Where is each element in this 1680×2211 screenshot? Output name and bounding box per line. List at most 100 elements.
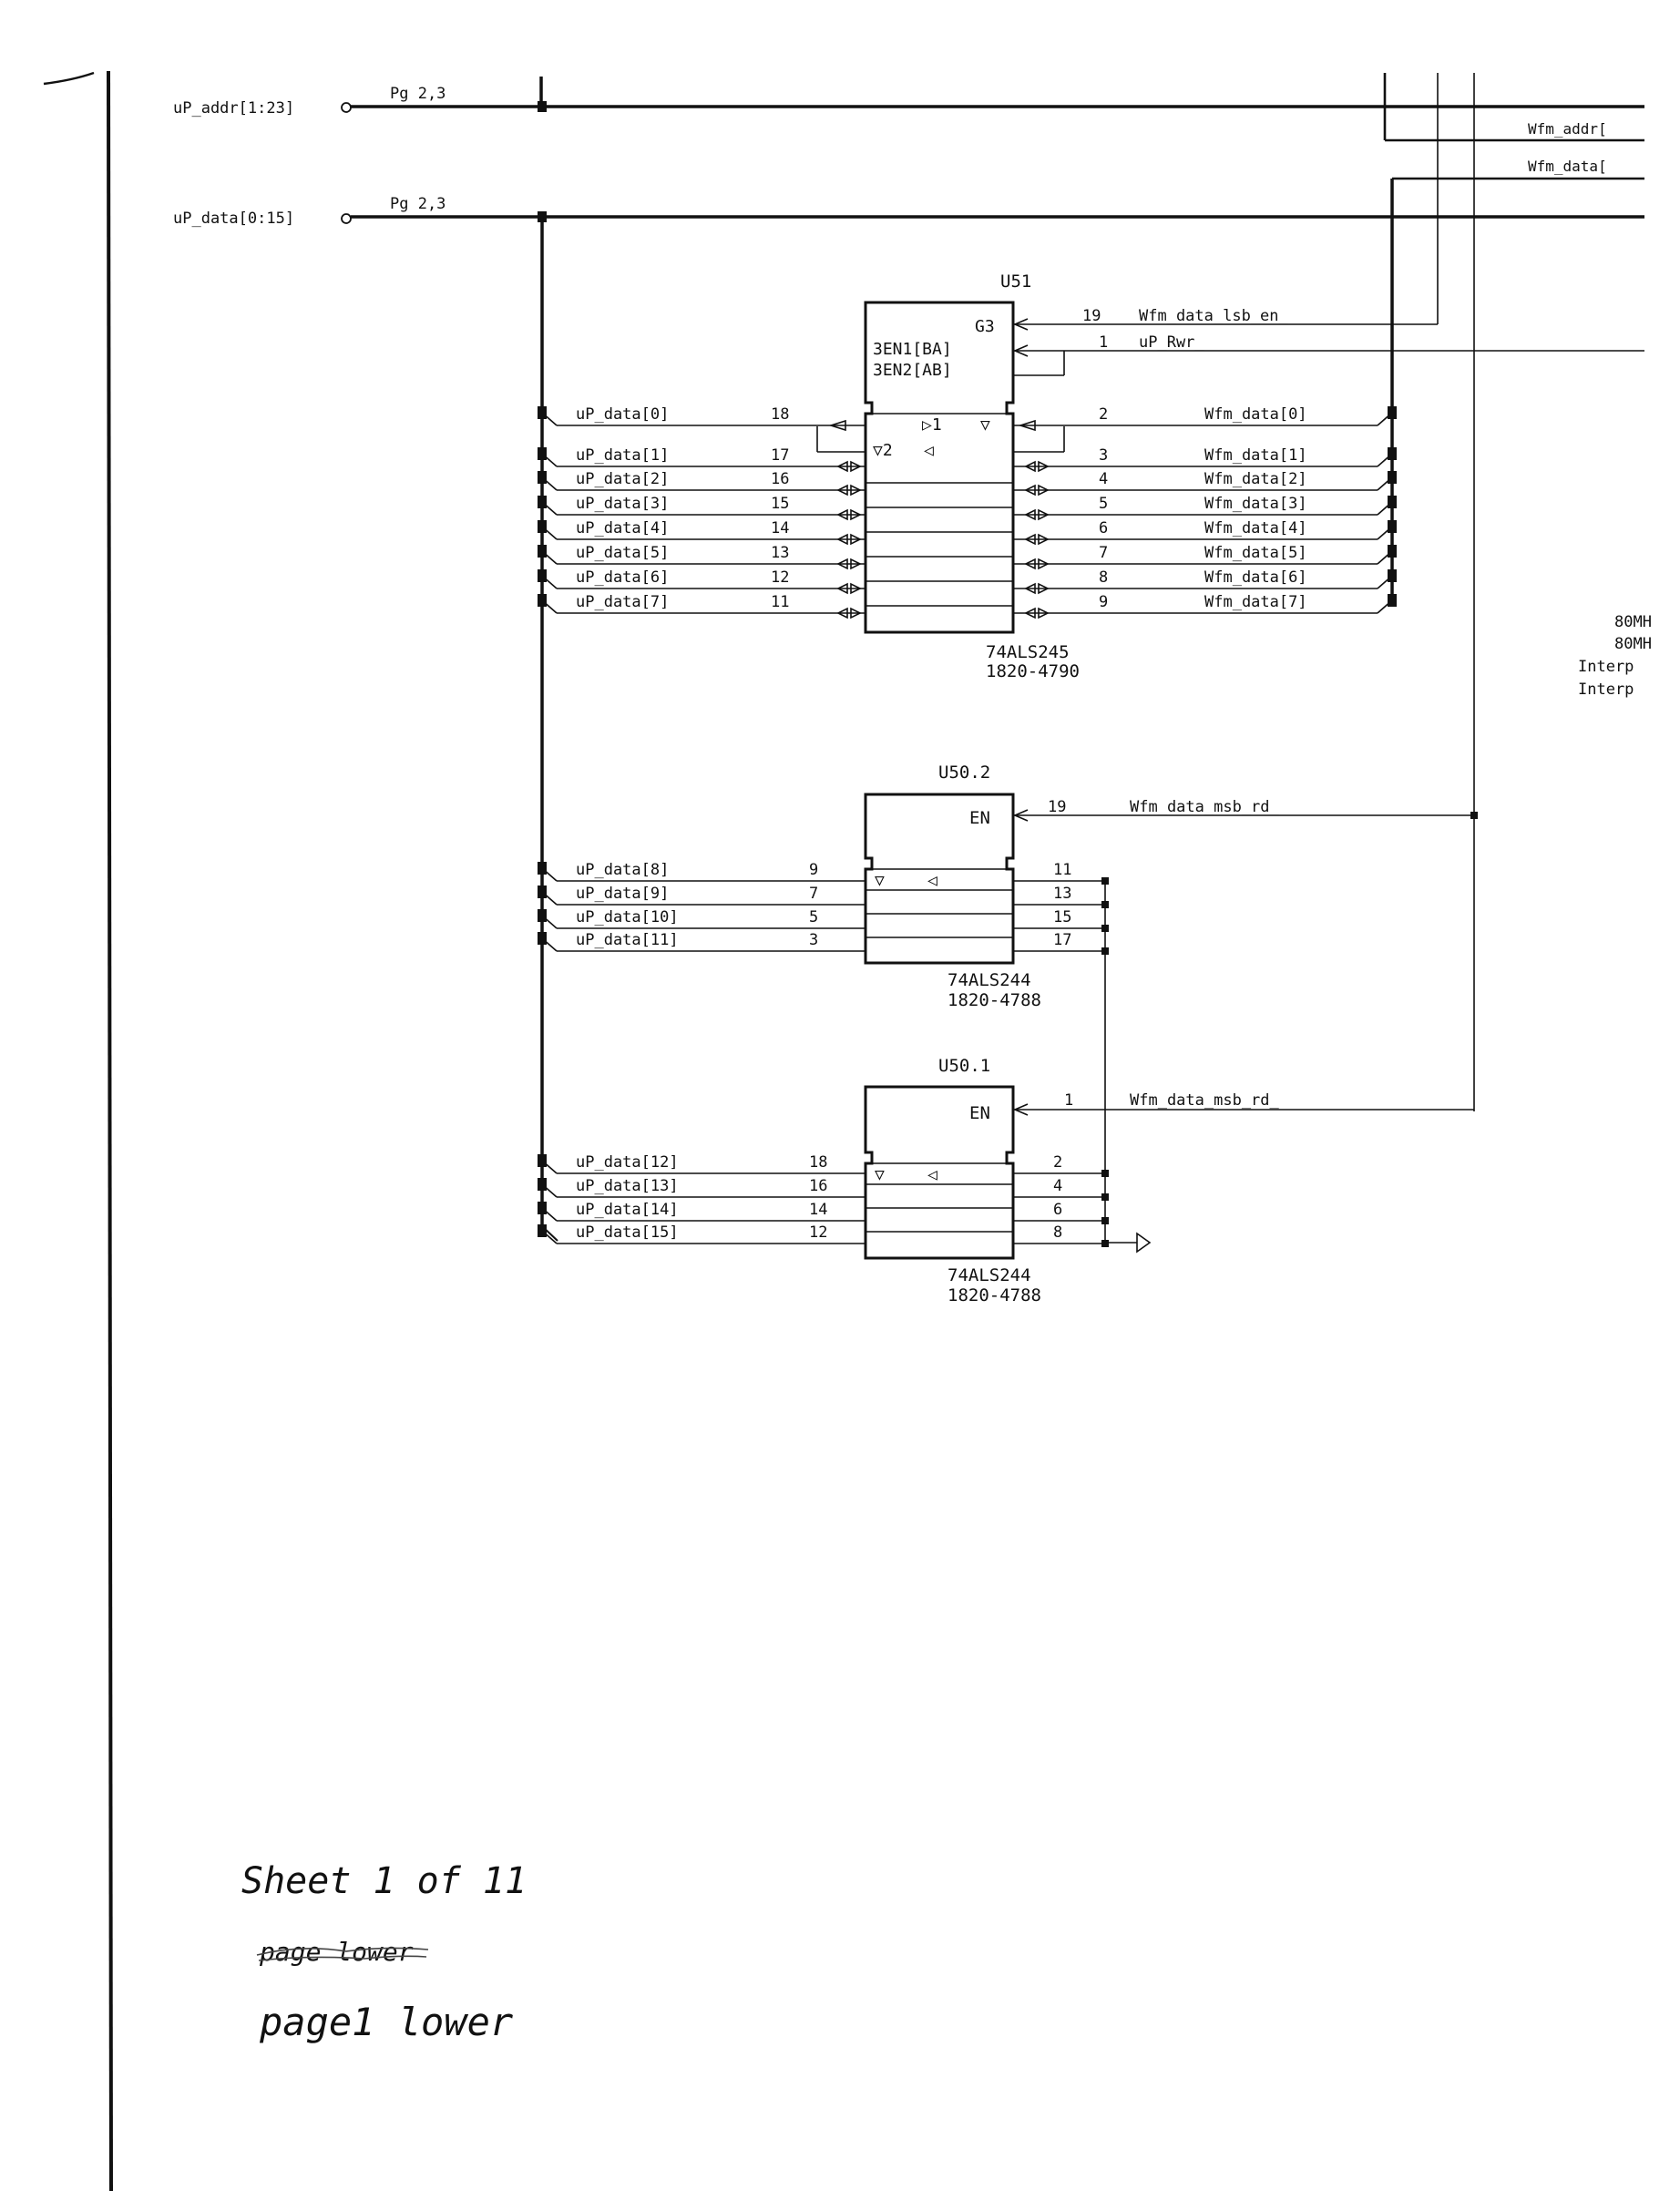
u51-ctrl-pin-19: 19 bbox=[1082, 307, 1101, 325]
u51-a-net-label: uP_data[2] bbox=[576, 470, 669, 488]
data-bus-label: uP_data[0:15] bbox=[173, 210, 294, 228]
u51-b-pin-label: 3 bbox=[1099, 446, 1108, 465]
u51-a-net-label: uP_data[4] bbox=[576, 519, 669, 537]
u501-out-pin-label: 2 bbox=[1053, 1153, 1062, 1172]
u51-ctrl-net-rwr: uP_Rwr_ bbox=[1139, 333, 1204, 352]
u501-buf-sym: ▽ bbox=[875, 1165, 885, 1184]
u502-buf-sym: ▽ bbox=[875, 871, 885, 890]
u501-out-junction bbox=[1101, 1240, 1109, 1247]
u501-refdes: U50.1 bbox=[938, 1056, 990, 1076]
u51-a-net-label: uP_data[3] bbox=[576, 495, 669, 513]
u51-part: 74ALS245 bbox=[986, 642, 1070, 662]
bus-tap-dot bbox=[1388, 545, 1397, 558]
u502-in-net-label: uP_data[8] bbox=[576, 861, 669, 879]
u51-a-net-label: uP_data[0] bbox=[576, 405, 669, 424]
u501-in-pin-label: 14 bbox=[809, 1201, 827, 1219]
u51-a-net-label: uP_data[7] bbox=[576, 593, 669, 611]
sheet-border bbox=[43, 70, 113, 2192]
u501-in-pin-label: 12 bbox=[809, 1223, 827, 1242]
u51-ctrl-pin-1: 1 bbox=[1099, 333, 1108, 352]
data-bus-ref: Pg 2,3 bbox=[390, 195, 446, 213]
u501-in-net-label: uP_data[13] bbox=[576, 1177, 679, 1195]
bidir-arrow bbox=[836, 582, 862, 595]
u51-ctrl-net-lsb: Wfm_data_lsb_en_ bbox=[1139, 307, 1289, 325]
u51-b-net-label: Wfm_data[7] bbox=[1204, 593, 1307, 611]
u501-buf-sym2: ◁ bbox=[927, 1165, 937, 1184]
u502-in-pin-label: 9 bbox=[809, 861, 818, 879]
bus-tap-dot bbox=[538, 932, 547, 945]
u502-out-pin-label: 17 bbox=[1053, 931, 1071, 949]
u51-a-pin-label: 13 bbox=[771, 544, 789, 562]
u51-refdes: U51 bbox=[1000, 271, 1031, 292]
u502-part: 74ALS244 bbox=[948, 970, 1031, 990]
offpage-labels: 80MH 80MH Interp Interp bbox=[1578, 613, 1652, 699]
u502-in-net-label: uP_data[11] bbox=[576, 931, 679, 949]
u502-refdes: U50.2 bbox=[938, 763, 990, 783]
u51-b-net-label: Wfm_data[5] bbox=[1204, 544, 1307, 562]
u51-chip: U51 G3 3EN1[BA] 3EN2[AB] ▷1 ▽ ▽2 ◁ 74ALS… bbox=[864, 271, 1080, 681]
u501-io-rows: uP_data[12]18uP_data[13]16uP_data[14]14u… bbox=[538, 1153, 1109, 1247]
u51-b-net-label: Wfm_data[1] bbox=[1204, 446, 1307, 465]
u501-chip: U50.1 EN ▽ ◁ 74ALS244 1820-4788 1 Wfm_da… bbox=[864, 1056, 1474, 1305]
handwritten-note: Sheet 1 of 11 page lower page1 lower bbox=[241, 1860, 527, 2044]
u51-a-pin-label: 18 bbox=[771, 405, 789, 424]
u51-b-net-label: Wfm_data[0] bbox=[1204, 405, 1307, 424]
u501-en-label: EN bbox=[969, 1103, 990, 1123]
u502-io-rows: uP_data[8]9uP_data[9]7uP_data[10]5uP_dat… bbox=[538, 861, 1109, 955]
u51-a-net-label: uP_data[6] bbox=[576, 568, 669, 587]
u502-in-net-label: uP_data[9] bbox=[576, 885, 669, 903]
u502-buf-sym2: ◁ bbox=[927, 871, 937, 890]
u501-in-pin-label: 18 bbox=[809, 1153, 827, 1172]
bus-tap-dot bbox=[538, 447, 547, 460]
bus-tap-dot bbox=[1388, 520, 1397, 533]
bidir-arrow bbox=[836, 460, 862, 473]
bus-tap-dot bbox=[538, 1154, 547, 1167]
u51-dir-4: ◁ bbox=[924, 441, 934, 460]
u51-dir-1: ▷1 bbox=[922, 415, 942, 435]
u501-out-pin-label: 4 bbox=[1053, 1177, 1062, 1195]
u51-b-net-label: Wfm_data[2] bbox=[1204, 470, 1307, 488]
u50-output-bus bbox=[1104, 879, 1152, 1254]
bus-tap-dot bbox=[1388, 594, 1397, 607]
wfm-data-label: Wfm_data[ bbox=[1528, 158, 1607, 175]
u51-b-pin-label: 7 bbox=[1099, 544, 1108, 562]
bus-tap-dot bbox=[538, 496, 547, 508]
u51-ctrl-label-g3: G3 bbox=[975, 317, 995, 336]
bidir-arrow bbox=[1024, 582, 1050, 595]
bidir-arrow bbox=[836, 558, 862, 570]
addr-bus-label: uP_addr[1:23] bbox=[173, 99, 294, 118]
u51-a-pin-label: 16 bbox=[771, 470, 789, 488]
u502-in-pin-label: 7 bbox=[809, 885, 818, 903]
u501-in-net-label: uP_data[15] bbox=[576, 1223, 679, 1242]
bus-tap-dot bbox=[538, 885, 547, 898]
u502-en-label: EN bbox=[969, 808, 990, 828]
bus-tap-dot bbox=[538, 1202, 547, 1214]
addr-bus-ref: Pg 2,3 bbox=[390, 85, 446, 103]
bus-tap-dot bbox=[538, 406, 547, 419]
u51-b-net-label: Wfm_data[6] bbox=[1204, 568, 1307, 587]
side-label-3: Interp bbox=[1578, 681, 1634, 699]
bus-tap-dot bbox=[538, 1224, 547, 1237]
bus-tap-dot bbox=[1388, 471, 1397, 484]
bus-tap-dot bbox=[1388, 496, 1397, 508]
strike-scribble bbox=[256, 1947, 429, 1961]
u51-b-pin-label: 9 bbox=[1099, 593, 1108, 611]
u502-out-pin-label: 11 bbox=[1053, 861, 1071, 879]
u501-in-net-label: uP_data[12] bbox=[576, 1153, 679, 1172]
u51-b-pin-label: 8 bbox=[1099, 568, 1108, 587]
u51-control: 19 Wfm_data_lsb_en_ 1 uP_Rwr_ bbox=[816, 307, 1644, 453]
u51-ctrl-label-3en1: 3EN1[BA] bbox=[873, 340, 952, 359]
bus-tap-dot bbox=[538, 545, 547, 558]
u51-b-pin-label: 4 bbox=[1099, 470, 1108, 488]
u501-in-net-label: uP_data[14] bbox=[576, 1201, 679, 1219]
side-label-1: 80MH bbox=[1614, 635, 1652, 653]
u51-in-arrow bbox=[828, 419, 846, 432]
bus-tap-dot bbox=[538, 569, 547, 582]
bus-tap-dot bbox=[1388, 569, 1397, 582]
wfm-busses: Wfm_addr[ Wfm_data[ bbox=[1383, 73, 1644, 1111]
bus-tap-dot bbox=[538, 862, 547, 875]
u51-a-pin-label: 14 bbox=[771, 519, 789, 537]
u502-in-pin-label: 5 bbox=[809, 908, 818, 926]
bidir-arrow bbox=[836, 607, 862, 619]
